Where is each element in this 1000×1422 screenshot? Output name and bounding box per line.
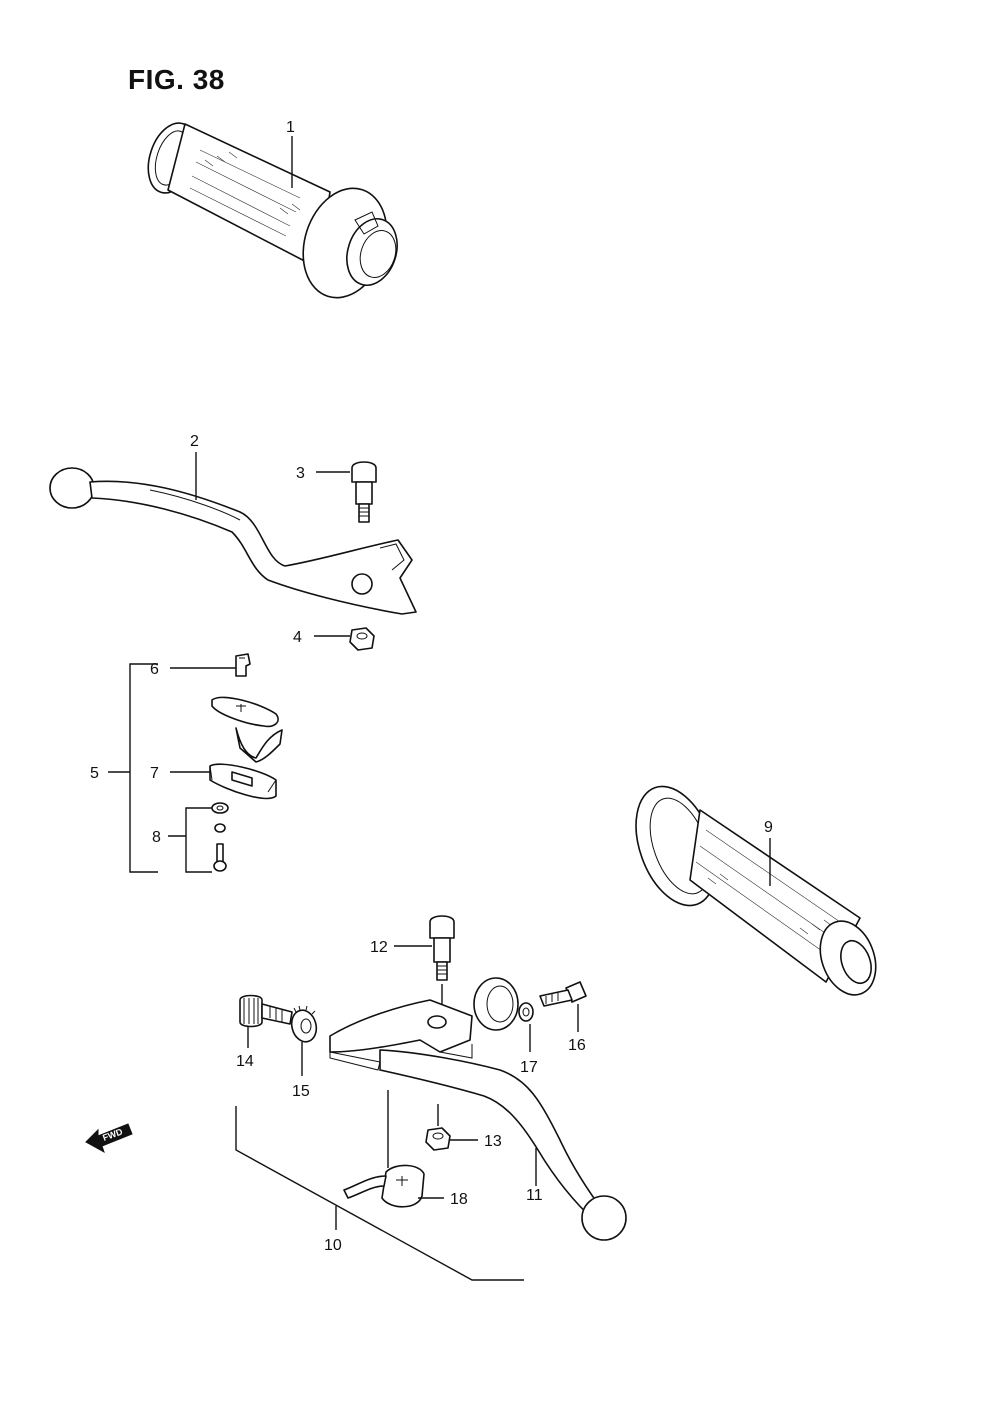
callout-1: 1 xyxy=(286,119,295,136)
callout-6: 6 xyxy=(150,661,159,678)
part-16-bolt xyxy=(539,981,587,1007)
part-12-pivot-bolt xyxy=(429,915,455,981)
bracket-5 xyxy=(129,663,158,873)
part-7-switch-holder xyxy=(209,763,277,800)
part-5-switch-body xyxy=(211,696,283,763)
callout-7: 7 xyxy=(150,765,159,782)
callout-11: 11 xyxy=(526,1187,543,1204)
callout-9: 9 xyxy=(764,819,773,836)
callout-5: 5 xyxy=(90,765,99,782)
bracket-8 xyxy=(185,807,212,873)
part-1-left-grip xyxy=(147,122,398,299)
callout-14: 14 xyxy=(236,1053,254,1070)
part-6-switch-plunger xyxy=(235,653,251,677)
callout-2: 2 xyxy=(190,433,199,450)
part-8-screw-set xyxy=(211,802,229,872)
figure-title: FIG. 38 xyxy=(128,64,225,95)
part-13-nut xyxy=(425,1127,451,1151)
part-9-right-grip xyxy=(635,785,877,996)
part-17-washer xyxy=(518,1002,534,1022)
callout-18: 18 xyxy=(450,1191,468,1208)
callout-12: 12 xyxy=(370,939,388,956)
part-11-clutch-lever xyxy=(329,977,627,1241)
part-3-pivot-bolt xyxy=(351,461,377,523)
callout-15: 15 xyxy=(292,1083,310,1100)
part-2-brake-lever xyxy=(49,467,417,615)
bracket-10 xyxy=(235,1106,524,1281)
callout-4: 4 xyxy=(293,629,302,646)
part-14-adjuster xyxy=(239,994,293,1028)
callout-8: 8 xyxy=(152,829,161,846)
part-18-clutch-switch xyxy=(343,1164,425,1208)
callout-3: 3 xyxy=(296,465,305,482)
callout-17: 17 xyxy=(520,1059,538,1076)
forward-arrow-icon: FWD xyxy=(85,1123,133,1154)
callout-10: 10 xyxy=(324,1237,342,1254)
part-15-locknut xyxy=(290,1005,318,1043)
callout-13: 13 xyxy=(484,1133,502,1150)
callout-16: 16 xyxy=(568,1037,586,1054)
part-4-nut xyxy=(349,627,375,651)
